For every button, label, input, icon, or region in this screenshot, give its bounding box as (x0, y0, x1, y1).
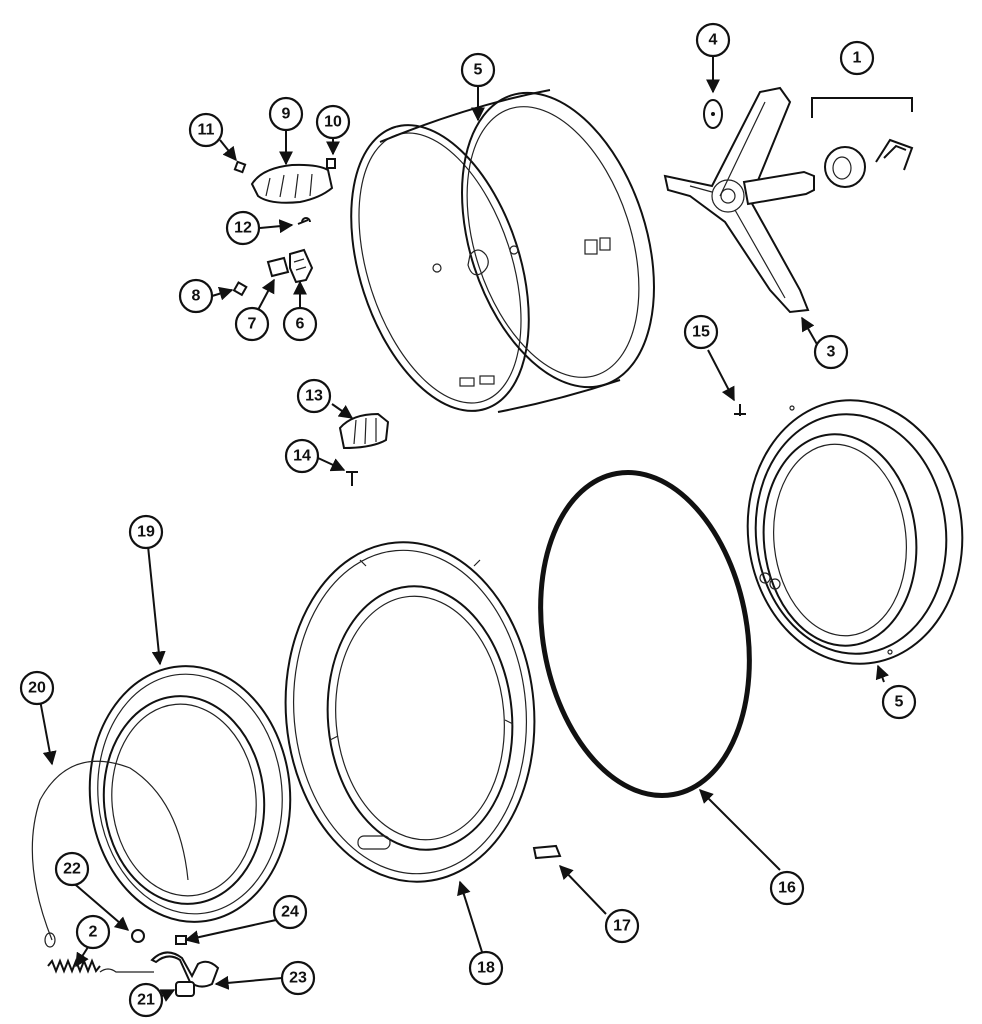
svg-text:2: 2 (89, 924, 98, 941)
svg-text:14: 14 (293, 448, 311, 465)
callout-13: 13 (296, 378, 332, 414)
callout-3: 3 (813, 334, 849, 370)
svg-text:20: 20 (28, 680, 46, 697)
hose-clamp-parts (99, 929, 220, 997)
callout-11: 11 (188, 112, 224, 148)
front-tub-ring-part (746, 399, 964, 665)
lower-baffle-part (338, 412, 390, 450)
callout-4: 4 (695, 22, 731, 58)
callout-12: 12 (225, 210, 261, 246)
callout-7: 7 (234, 306, 270, 342)
clamp-wire-part (31, 760, 189, 948)
bearing-and-clip-part (811, 97, 914, 188)
washer-part (703, 99, 723, 129)
svg-text:11: 11 (198, 122, 215, 139)
callout-24: 24 (272, 894, 308, 930)
callout-9: 9 (268, 96, 304, 132)
leader-lines (39, 54, 889, 1002)
callout-10: 10 (315, 104, 351, 140)
svg-text:23: 23 (289, 970, 307, 987)
svg-text:18: 18 (477, 960, 495, 977)
svg-text:13: 13 (305, 388, 323, 405)
svg-text:8: 8 (192, 288, 201, 305)
callout-1: 1 (839, 40, 875, 76)
small-hardware-parts (232, 158, 336, 297)
clip-part (532, 844, 562, 860)
front-tub-cover-part (284, 541, 536, 883)
svg-text:21: 21 (137, 992, 155, 1009)
svg-text:10: 10 (324, 114, 342, 131)
door-boot-part (88, 665, 292, 923)
svg-text:3: 3 (827, 344, 836, 361)
svg-text:5: 5 (474, 62, 483, 79)
callout-21: 21 (128, 982, 164, 1018)
callout-2: 2 (75, 914, 111, 950)
callout-5-front-ring: 5 (881, 684, 917, 720)
callout-18: 18 (468, 950, 504, 986)
svg-text:12: 12 (234, 220, 252, 237)
callout-14: 14 (284, 438, 320, 474)
svg-text:6: 6 (296, 316, 305, 333)
svg-text:15: 15 (692, 324, 710, 341)
svg-text:16: 16 (778, 880, 796, 897)
svg-text:19: 19 (137, 524, 155, 541)
svg-text:24: 24 (281, 904, 299, 921)
callout-23: 23 (280, 960, 316, 996)
callout-19: 19 (128, 514, 164, 550)
callout-16: 16 (769, 870, 805, 906)
svg-text:4: 4 (709, 32, 718, 49)
svg-text:17: 17 (613, 918, 631, 935)
baffle-part (250, 163, 334, 204)
svg-text:9: 9 (282, 106, 291, 123)
callout-22: 22 (54, 851, 90, 887)
spring-part (47, 958, 101, 974)
svg-text:5: 5 (895, 694, 904, 711)
svg-text:1: 1 (853, 50, 862, 67)
callout-15: 15 (683, 314, 719, 350)
tub-drum-part (350, 89, 655, 413)
callout-17: 17 (604, 908, 640, 944)
callout-5-tub: 5 (460, 52, 496, 88)
callout-6: 6 (282, 306, 318, 342)
screw-parts (346, 404, 746, 486)
svg-text:22: 22 (63, 861, 81, 878)
svg-text:7: 7 (248, 316, 257, 333)
callout-20: 20 (19, 670, 55, 706)
tub-seal-gasket-part (538, 470, 752, 798)
callout-8: 8 (178, 278, 214, 314)
spider-arm-part (663, 86, 815, 314)
